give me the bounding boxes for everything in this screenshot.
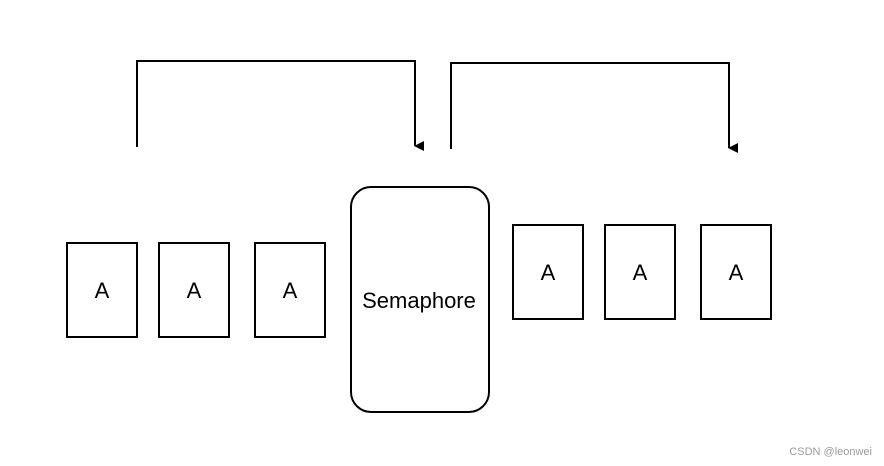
- left-item-box: A: [158, 242, 230, 338]
- connector-arrow-from-semaphore: [450, 62, 738, 153]
- right-item-box: A: [700, 224, 772, 320]
- semaphore-label: Semaphore: [362, 288, 476, 313]
- left-item-label: A: [187, 278, 202, 303]
- right-item-box: A: [512, 224, 584, 320]
- watermark-text: CSDN @leonwei: [789, 446, 872, 458]
- right-item-label: A: [633, 260, 648, 285]
- connector-arrow-to-semaphore: [136, 60, 424, 151]
- right-item-label: A: [729, 260, 744, 285]
- left-item-box: A: [66, 242, 138, 338]
- left-item-label: A: [95, 278, 110, 303]
- left-item-label: A: [283, 278, 298, 303]
- right-item-label: A: [541, 260, 556, 285]
- left-item-box: A: [254, 242, 326, 338]
- right-item-box: A: [604, 224, 676, 320]
- semaphore-box: Semaphore: [350, 186, 490, 413]
